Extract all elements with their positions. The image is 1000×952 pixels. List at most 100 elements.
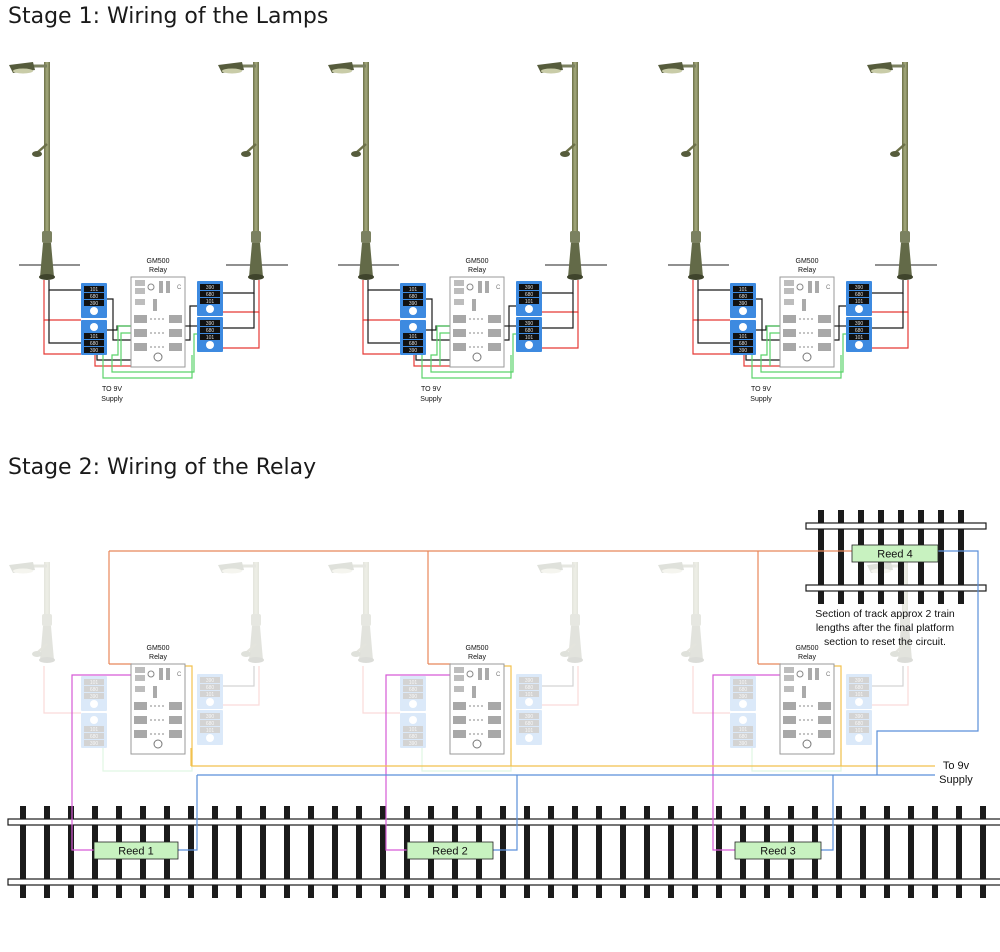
track-sleeper	[818, 510, 824, 604]
lamp-foot	[897, 274, 913, 280]
relay-terminal	[169, 329, 182, 337]
module-board	[846, 710, 872, 745]
lamp-post	[658, 62, 704, 280]
resistor-chip	[519, 284, 539, 290]
relay-terminal	[454, 299, 464, 305]
stage1-title: Stage 1: Wiring of the Lamps	[8, 4, 329, 29]
relay-component	[166, 281, 170, 293]
lamp-collar	[42, 614, 52, 626]
lamp-bracket-head	[32, 651, 42, 657]
track-sleeper	[68, 806, 74, 898]
module-hole	[90, 307, 98, 315]
relay-terminal	[784, 675, 794, 681]
lamp-bracket-head	[560, 151, 570, 157]
resistor-chip	[403, 740, 423, 746]
resistor-code: 680	[90, 294, 99, 300]
relay-terminal	[454, 288, 464, 294]
resistor-chip	[84, 347, 104, 353]
resistor-code: 101	[206, 728, 215, 734]
lamp-bracket	[37, 143, 48, 153]
relay-terminal	[453, 329, 466, 337]
wire-blue	[821, 775, 834, 851]
wire-green	[769, 332, 783, 366]
resistor-chip	[849, 727, 869, 733]
relay-mount-hole	[153, 739, 163, 749]
relay-name: GM500	[466, 258, 489, 265]
reed-label: Reed 2	[432, 846, 467, 858]
relay-terminal	[135, 280, 145, 286]
module-hole	[90, 700, 98, 708]
track-rail	[805, 522, 987, 530]
relay-terminal	[134, 716, 147, 724]
resistor-code: 680	[90, 341, 99, 347]
lamp-glow	[332, 68, 352, 74]
relay-terminal	[453, 343, 466, 351]
resistor-chip	[849, 684, 869, 690]
resistor-chip	[733, 333, 753, 339]
relay-name: GM500	[466, 645, 489, 652]
resistor-chip	[403, 686, 423, 692]
track-sleeper	[958, 510, 964, 604]
resistor-code: 680	[855, 721, 864, 727]
resistor-chip	[849, 298, 869, 304]
resistor-chip	[200, 320, 220, 326]
resistor-chip	[849, 320, 869, 326]
resistor-chip	[733, 740, 753, 746]
lamp-base	[40, 243, 54, 277]
resistor-code: 390	[855, 678, 864, 684]
reed-switch: Reed 1	[93, 841, 179, 860]
resistor-chip	[403, 333, 423, 339]
resistor-code: 390	[739, 741, 748, 747]
wire-black	[107, 298, 134, 341]
relay-terminal	[784, 280, 794, 286]
track-sleeper	[838, 510, 844, 604]
wire-red	[43, 320, 81, 355]
lamp-bracket-head	[890, 151, 900, 157]
resistor-code: 390	[409, 348, 418, 354]
relay-sub: Relay	[149, 654, 167, 661]
lamp-bracket	[246, 143, 257, 153]
lamp-bracket	[37, 643, 48, 653]
resistor-code: 101	[409, 680, 418, 686]
resistor-code: 101	[855, 728, 864, 734]
relay-component	[815, 668, 819, 680]
track-sleeper	[836, 806, 842, 898]
resistor-chip	[84, 340, 104, 346]
resistor-code: 101	[525, 692, 534, 698]
lamp-post	[218, 562, 264, 663]
relay-mount-hole	[802, 352, 812, 362]
module-hole	[409, 700, 417, 708]
lamp-bracket	[565, 143, 576, 153]
resistor-code: 101	[90, 334, 99, 340]
relay-terminal	[784, 299, 794, 305]
module-board	[197, 674, 223, 709]
resistor-chip	[403, 300, 423, 306]
resistor-chip	[84, 679, 104, 685]
lamp-base	[249, 243, 263, 277]
resistor-code: 101	[409, 727, 418, 733]
lamp-head	[328, 562, 354, 573]
relay-terminal	[134, 315, 147, 323]
wire-black	[697, 290, 730, 344]
resistor-code: 680	[525, 292, 534, 298]
module-hole	[525, 698, 533, 706]
stage1-lamp-group-3: 101680390101680390390680101390680101GM50…	[658, 62, 937, 403]
resistor-chip	[84, 686, 104, 692]
track-sleeper	[668, 806, 674, 898]
lamp-bracket	[565, 643, 576, 653]
lamp-bracket-head	[351, 151, 361, 157]
lamp-post	[328, 562, 374, 663]
lamp-collar	[251, 614, 261, 626]
resistor-code: 680	[855, 685, 864, 691]
lamp-post	[867, 62, 913, 280]
lamp-foot	[897, 657, 913, 663]
resistor-chip	[403, 347, 423, 353]
resistor-code: 101	[90, 727, 99, 733]
resistor-code: 101	[739, 334, 748, 340]
resistor-chip	[84, 300, 104, 306]
